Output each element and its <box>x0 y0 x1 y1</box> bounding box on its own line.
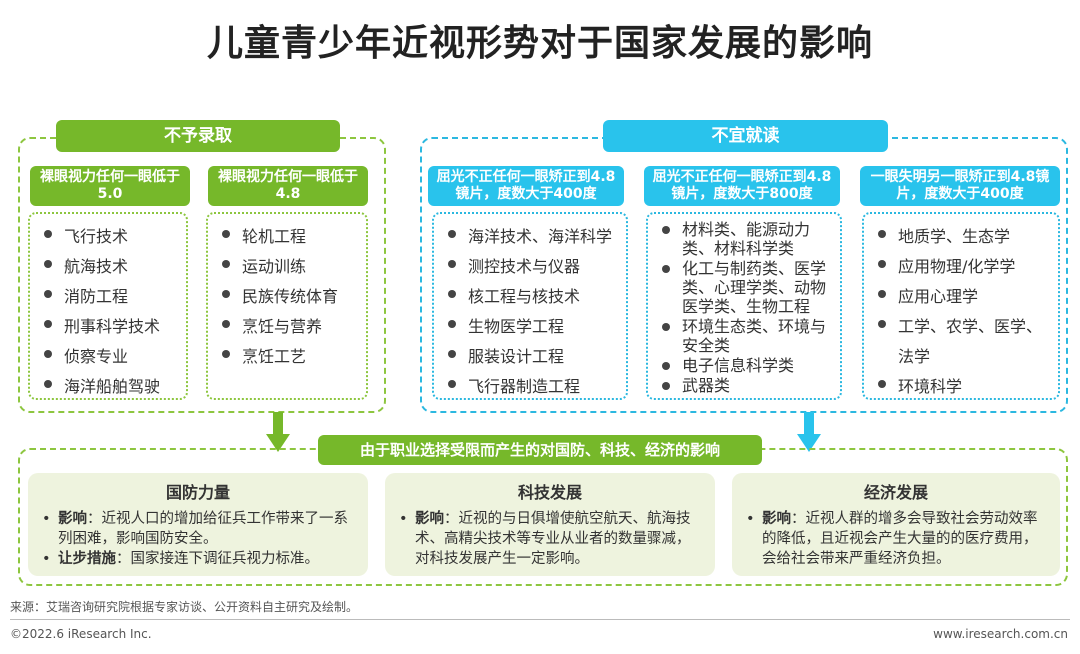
impact-card-economy: 经济发展 影响：近视人群的增多会导致社会劳动效率的降低，且近视会产生大量的的医疗… <box>732 473 1060 576</box>
list-item: 航海技术 <box>42 252 176 282</box>
list-item: 海洋船舶驾驶 <box>42 372 176 402</box>
list-item: 侦察专业 <box>42 342 176 372</box>
major-list-800: 材料类、能源动力类、材料科学类 化工与制药类、医学类、心理学类、动物医学类、生物… <box>646 212 842 400</box>
impact-point: 影响：近视人群的增多会导致社会劳动效率的降低，且近视会产生大量的的医疗费用，会给… <box>744 509 1048 569</box>
list-item: 烹饪工艺 <box>220 342 356 372</box>
impact-title: 科技发展 <box>517 483 582 502</box>
list-item: 测控技术与仪器 <box>446 252 616 282</box>
impact-title: 经济发展 <box>863 483 928 502</box>
list-item: 服装设计工程 <box>446 342 616 372</box>
page-title: 儿童青少年近视形势对于国家发展的影响 <box>206 23 873 64</box>
list-item: 武器类 <box>660 376 830 395</box>
criteria-label-400: 屈光不正任何一眼矫正到4.8镜片，度数大于400度 <box>428 166 624 206</box>
list-item: 运动训练 <box>220 252 356 282</box>
arrow-down-icon <box>266 412 290 454</box>
list-item: 电子信息科学类 <box>660 356 830 375</box>
list-item: 环境生态类、环境与安全类 <box>660 317 830 355</box>
list-item: 材料类、能源动力类、材料科学类 <box>660 220 830 258</box>
list-item: 地质学、生态学 <box>876 222 1048 252</box>
list-item: 烹饪与营养 <box>220 312 356 342</box>
criteria-label-4-8: 裸眼视力任何一眼低于4.8 <box>208 166 368 206</box>
major-list-400: 海洋技术、海洋科学 测控技术与仪器 核工程与核技术 生物医学工程 服装设计工程 … <box>432 212 628 400</box>
arrow-down-icon <box>797 412 821 454</box>
list-item: 核工程与核技术 <box>446 282 616 312</box>
major-list-one-eye: 地质学、生态学 应用物理/化学学 应用心理学 工学、农学、医学、法学 环境科学 <box>862 212 1060 400</box>
website-link[interactable]: www.iresearch.com.cn <box>933 627 1068 641</box>
list-item: 消防工程 <box>42 282 176 312</box>
criteria-label-800: 屈光不正任何一眼矫正到4.8镜片，度数大于800度 <box>644 166 840 206</box>
footer-divider <box>10 619 1070 620</box>
list-item: 应用心理学 <box>876 282 1048 312</box>
impact-title: 国防力量 <box>165 483 230 502</box>
impact-point: 影响：近视的与日俱增使航空航天、航海技术、高精尖技术等专业从业者的数量骤减，对科… <box>397 509 703 569</box>
copyright: ©2022.6 iResearch Inc. <box>10 627 152 641</box>
list-item: 飞行技术 <box>42 222 176 252</box>
not-suitable-header: 不宜就读 <box>603 120 888 152</box>
list-item: 轮机工程 <box>220 222 356 252</box>
impact-card-defense: 国防力量 影响：近视人口的增加给征兵工作带来了一系列困难，影响国防安全。 让步措… <box>28 473 368 576</box>
impact-point: 影响：近视人口的增加给征兵工作带来了一系列困难，影响国防安全。 <box>40 509 356 549</box>
list-item: 环境科学 <box>876 372 1048 402</box>
impact-point: 让步措施：国家接连下调征兵视力标准。 <box>40 549 356 569</box>
major-list-5-0: 飞行技术 航海技术 消防工程 刑事科学技术 侦察专业 海洋船舶驾驶 <box>28 212 188 400</box>
impact-card-technology: 科技发展 影响：近视的与日俱增使航空航天、航海技术、高精尖技术等专业从业者的数量… <box>385 473 715 576</box>
list-item: 应用物理/化学学 <box>876 252 1048 282</box>
list-item: 刑事科学技术 <box>42 312 176 342</box>
not-admitted-header: 不予录取 <box>56 120 340 152</box>
major-list-4-8: 轮机工程 运动训练 民族传统体育 烹饪与营养 烹饪工艺 <box>206 212 368 400</box>
list-item: 生物医学工程 <box>446 312 616 342</box>
list-item: 海洋技术、海洋科学 <box>446 222 616 252</box>
list-item: 工学、农学、医学、法学 <box>876 312 1048 372</box>
list-item: 飞行器制造工程 <box>446 372 616 402</box>
impact-banner: 由于职业选择受限而产生的对国防、科技、经济的影响 <box>318 435 762 465</box>
source-note: 来源：艾瑞咨询研究院根据专家访谈、公开资料自主研究及绘制。 <box>10 600 359 614</box>
criteria-label-one-eye: 一眼失明另一眼矫正到4.8镜片，度数大于400度 <box>860 166 1060 206</box>
criteria-label-5-0: 裸眼视力任何一眼低于5.0 <box>30 166 190 206</box>
list-item: 化工与制药类、医学类、心理学类、动物医学类、生物工程 <box>660 259 830 316</box>
list-item: 民族传统体育 <box>220 282 356 312</box>
